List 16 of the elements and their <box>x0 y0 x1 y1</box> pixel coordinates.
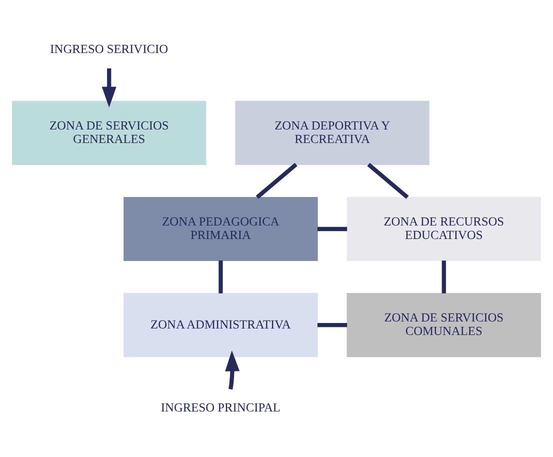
node-box: ZONA DEPORTIVA Y RECREATIVA <box>235 100 430 164</box>
connector <box>317 322 348 327</box>
node-box: ZONA DE SERVICIOS GENERALES <box>12 100 206 164</box>
connector <box>442 260 446 293</box>
node-box: ZONA ADMINISTRATIVA <box>124 292 318 357</box>
node-box: ZONA DE SERVICIOS COMUNALES <box>346 292 542 357</box>
node-box: ZONA DE RECURSOS EDUCATIVOS <box>346 196 542 261</box>
node-text: INGRESO SERIVICIO <box>50 41 168 56</box>
node-text: INGRESO PRINCIPAL <box>160 400 280 414</box>
connector <box>256 162 298 198</box>
node-box: ZONA PEDAGOGICA PRIMARIA <box>124 196 318 261</box>
connector <box>367 162 409 198</box>
connector <box>218 260 223 293</box>
arrow <box>225 350 240 390</box>
arrow <box>102 68 116 107</box>
connector <box>317 226 348 231</box>
